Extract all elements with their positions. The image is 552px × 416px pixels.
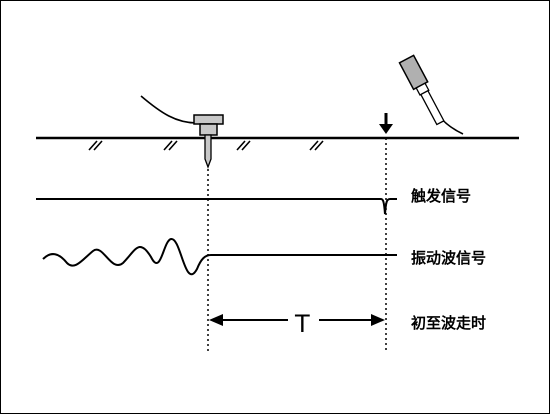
geophone-sensor-icon [140,95,224,169]
hammer-icon [398,54,464,135]
down-arrow-icon [379,113,393,134]
trigger-signal-trace [36,198,397,215]
vibration-signal-label: 振动波信号 [411,249,487,267]
travel-time-arrow [209,314,385,326]
interval-label: T [295,310,310,338]
trigger-signal-label: 触发信号 [411,187,472,205]
vibration-signal-trace [42,238,397,276]
ground-hatching [88,140,324,151]
first-arrival-time-label: 初至波走时 [411,314,487,332]
